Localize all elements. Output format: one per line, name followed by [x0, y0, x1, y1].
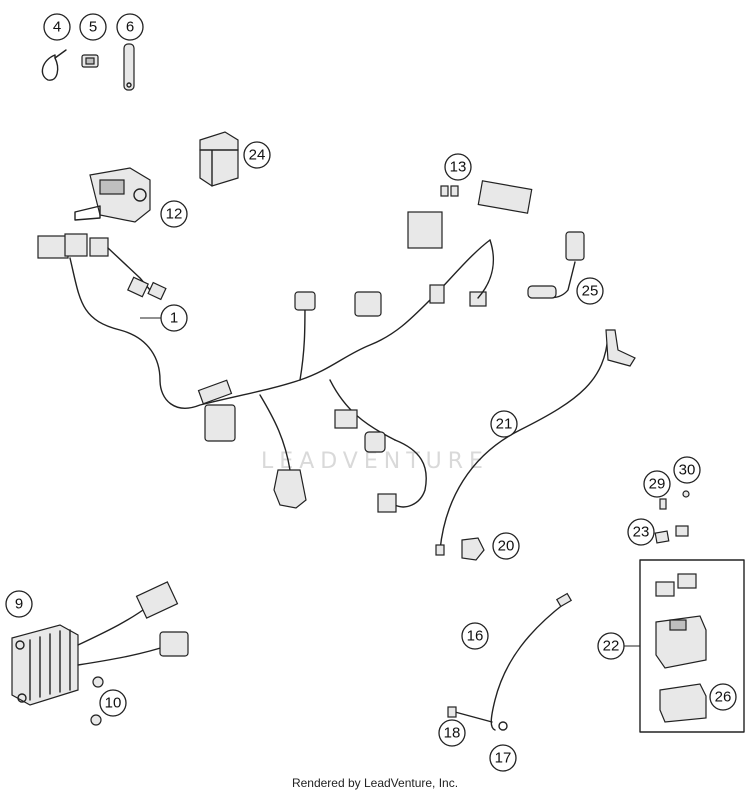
part-relay-cover — [659, 683, 707, 723]
part-nut — [461, 537, 485, 561]
part-small-clips — [654, 525, 689, 544]
part-bolts — [90, 676, 104, 726]
callout-label: 9 — [15, 596, 23, 613]
callout-label: 30 — [679, 462, 696, 479]
callout-16[interactable]: 16 — [461, 622, 489, 650]
callout-label: 23 — [633, 524, 650, 541]
callout-6[interactable]: 6 — [116, 13, 144, 41]
part-regulator — [11, 581, 189, 706]
footer-credit: Rendered by LeadVenture, Inc. — [291, 776, 459, 790]
callout-label: 25 — [582, 283, 599, 300]
part-long-bolt — [447, 706, 493, 723]
callout-label: 12 — [166, 206, 183, 223]
callout-label: 5 — [89, 19, 97, 36]
callout-1[interactable]: 1 — [160, 304, 188, 332]
callout-30[interactable]: 30 — [673, 456, 701, 484]
part-screws — [659, 490, 690, 510]
part-strap — [123, 43, 135, 91]
callout-label: 16 — [467, 628, 484, 645]
callout-29[interactable]: 29 — [643, 470, 671, 498]
callout-label: 20 — [498, 538, 515, 555]
part-switch-bracket — [74, 167, 151, 223]
part-cable-tie — [41, 49, 67, 81]
part-battery-cable — [490, 592, 573, 731]
callout-label: 10 — [105, 695, 122, 712]
callout-label: 24 — [249, 147, 266, 164]
callout-10[interactable]: 10 — [99, 689, 127, 717]
callout-24[interactable]: 24 — [243, 141, 271, 169]
callout-22[interactable]: 22 — [597, 632, 625, 660]
part-clip — [81, 54, 99, 68]
callout-25[interactable]: 25 — [576, 277, 604, 305]
callout-5[interactable]: 5 — [79, 13, 107, 41]
callout-label: 22 — [603, 638, 620, 655]
callout-21[interactable]: 21 — [490, 410, 518, 438]
callout-9[interactable]: 9 — [5, 590, 33, 618]
callout-17[interactable]: 17 — [489, 744, 517, 772]
callout-23[interactable]: 23 — [627, 518, 655, 546]
part-sensor-cable — [527, 231, 585, 299]
callout-label: 1 — [170, 310, 178, 327]
part-ground-cable — [435, 329, 636, 556]
part-cover — [199, 131, 239, 187]
callout-label: 26 — [715, 689, 732, 706]
callout-label: 17 — [495, 750, 512, 767]
callout-13[interactable]: 13 — [444, 153, 472, 181]
callout-label: 6 — [126, 19, 134, 36]
callout-4[interactable]: 4 — [43, 13, 71, 41]
callout-label: 4 — [53, 19, 61, 36]
callout-label: 18 — [444, 725, 461, 742]
callout-18[interactable]: 18 — [438, 719, 466, 747]
part-main-harness — [37, 180, 533, 513]
part-fuses — [440, 185, 459, 197]
callout-12[interactable]: 12 — [160, 200, 188, 228]
part-starter-relay — [655, 573, 707, 669]
callout-20[interactable]: 20 — [492, 532, 520, 560]
callout-label: 21 — [496, 416, 513, 433]
callout-label: 13 — [450, 159, 467, 176]
part-washer — [498, 721, 508, 731]
callout-26[interactable]: 26 — [709, 683, 737, 711]
callout-label: 29 — [649, 476, 666, 493]
